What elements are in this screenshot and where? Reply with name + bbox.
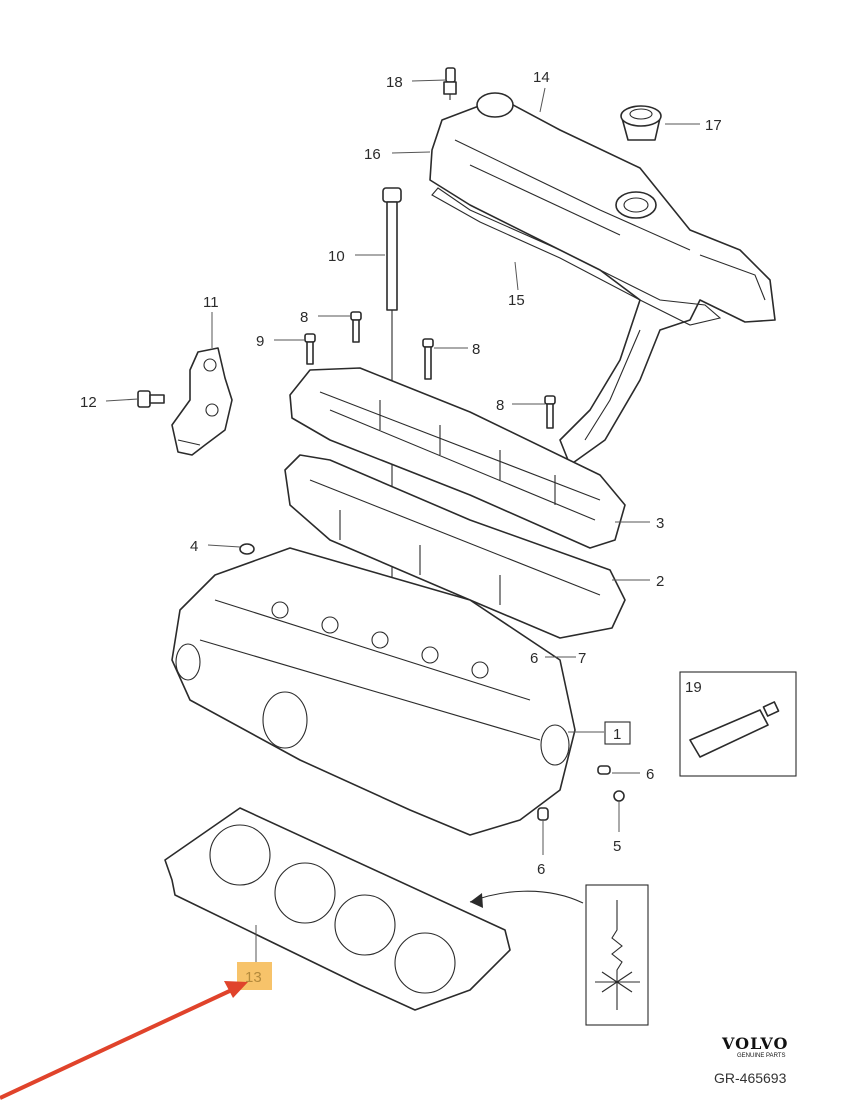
reference-number: GR-465693 [714,1070,787,1086]
callout-14: 14 [533,69,550,86]
callout-17: 17 [705,117,722,134]
callout-8b: 8 [472,341,480,358]
oil-filler-cap-part [620,105,662,141]
callout-labels: 18 14 16 17 10 15 11 12 8 9 8 8 3 2 4 6 … [80,69,722,990]
brand-subtitle: GENUINE PARTS [737,1053,785,1059]
callout-5: 5 [613,838,621,855]
sensor-part [443,67,457,100]
callout-8c: 8 [496,397,504,414]
volvo-logo: VOLVO GENUINE PARTS [721,1034,789,1059]
valve-cover-part [429,92,776,466]
callout-6c: 6 [537,861,545,878]
small-parts [239,543,625,821]
callout-16: 16 [364,146,381,163]
callout-2: 2 [656,573,664,590]
callout-13: 13 [245,969,262,986]
callout-9: 9 [256,333,264,350]
callout-6b: 6 [646,766,654,783]
callout-4: 4 [190,538,198,555]
callout-18: 18 [386,74,403,91]
small-bolts-parts [304,311,556,429]
red-annotation-arrow [0,981,248,1100]
bearing-frame-part [284,454,626,639]
leader-lines [105,79,700,962]
callout-3: 3 [656,515,664,532]
callout-11: 11 [203,294,219,311]
cylinder-head-part [171,547,576,836]
callout-10: 10 [328,248,345,265]
callout-15: 15 [508,292,525,309]
callout-12: 12 [80,394,97,411]
callout-1: 1 [613,726,621,743]
callout-6a: 6 [530,650,538,667]
brand-name: VOLVO [721,1034,789,1053]
cover-gasket-part [431,187,722,326]
camshaft-frame-part [289,367,626,549]
bracket-bolt-part [137,390,165,408]
callout-7: 7 [578,650,586,667]
callout-8a: 8 [300,309,308,326]
callout-19: 19 [685,679,702,696]
sealant-inset [679,671,797,777]
callout-1-box [604,721,631,745]
gasket-detail-inset [469,884,649,1026]
head-gasket-part [164,807,511,1011]
bracket-part [171,347,233,456]
